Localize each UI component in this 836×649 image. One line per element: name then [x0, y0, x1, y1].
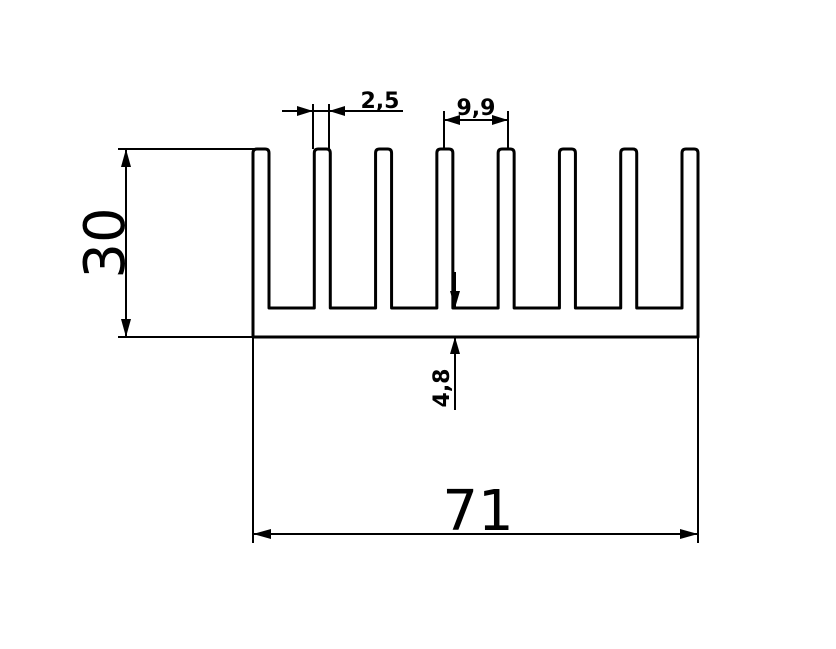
fin-pitch-label: 9,9 — [457, 96, 496, 121]
base-thickness-arrow-up — [450, 337, 460, 354]
base-thickness-label: 4,8 — [430, 369, 455, 408]
heatsink-profile — [251, 147, 700, 339]
fin-pitch-arrow-right — [492, 115, 508, 125]
fin-thickness-arrow-right — [329, 106, 345, 116]
width-arrow-left — [253, 529, 271, 539]
width-dimension: 71 — [252, 337, 699, 544]
fin-thickness-arrow-left — [297, 106, 313, 116]
height-arrow-top — [121, 149, 131, 167]
height-dimension: 30 — [73, 148, 255, 338]
base-thickness-arrow-down — [450, 291, 460, 308]
width-arrow-right — [680, 529, 698, 539]
fin-pitch-arrow-left — [444, 115, 460, 125]
fin-pitch-dimension: 9,9 — [443, 96, 509, 149]
height-arrow-bottom — [121, 319, 131, 337]
heatsink-outline — [251, 147, 700, 339]
fin-thickness-dimension: 2,5 — [282, 89, 403, 149]
width-dimension-label: 71 — [442, 479, 513, 544]
height-dimension-label: 30 — [73, 207, 138, 278]
fin-thickness-label: 2,5 — [361, 89, 400, 114]
base-thickness-dimension: 4,8 — [430, 272, 460, 410]
